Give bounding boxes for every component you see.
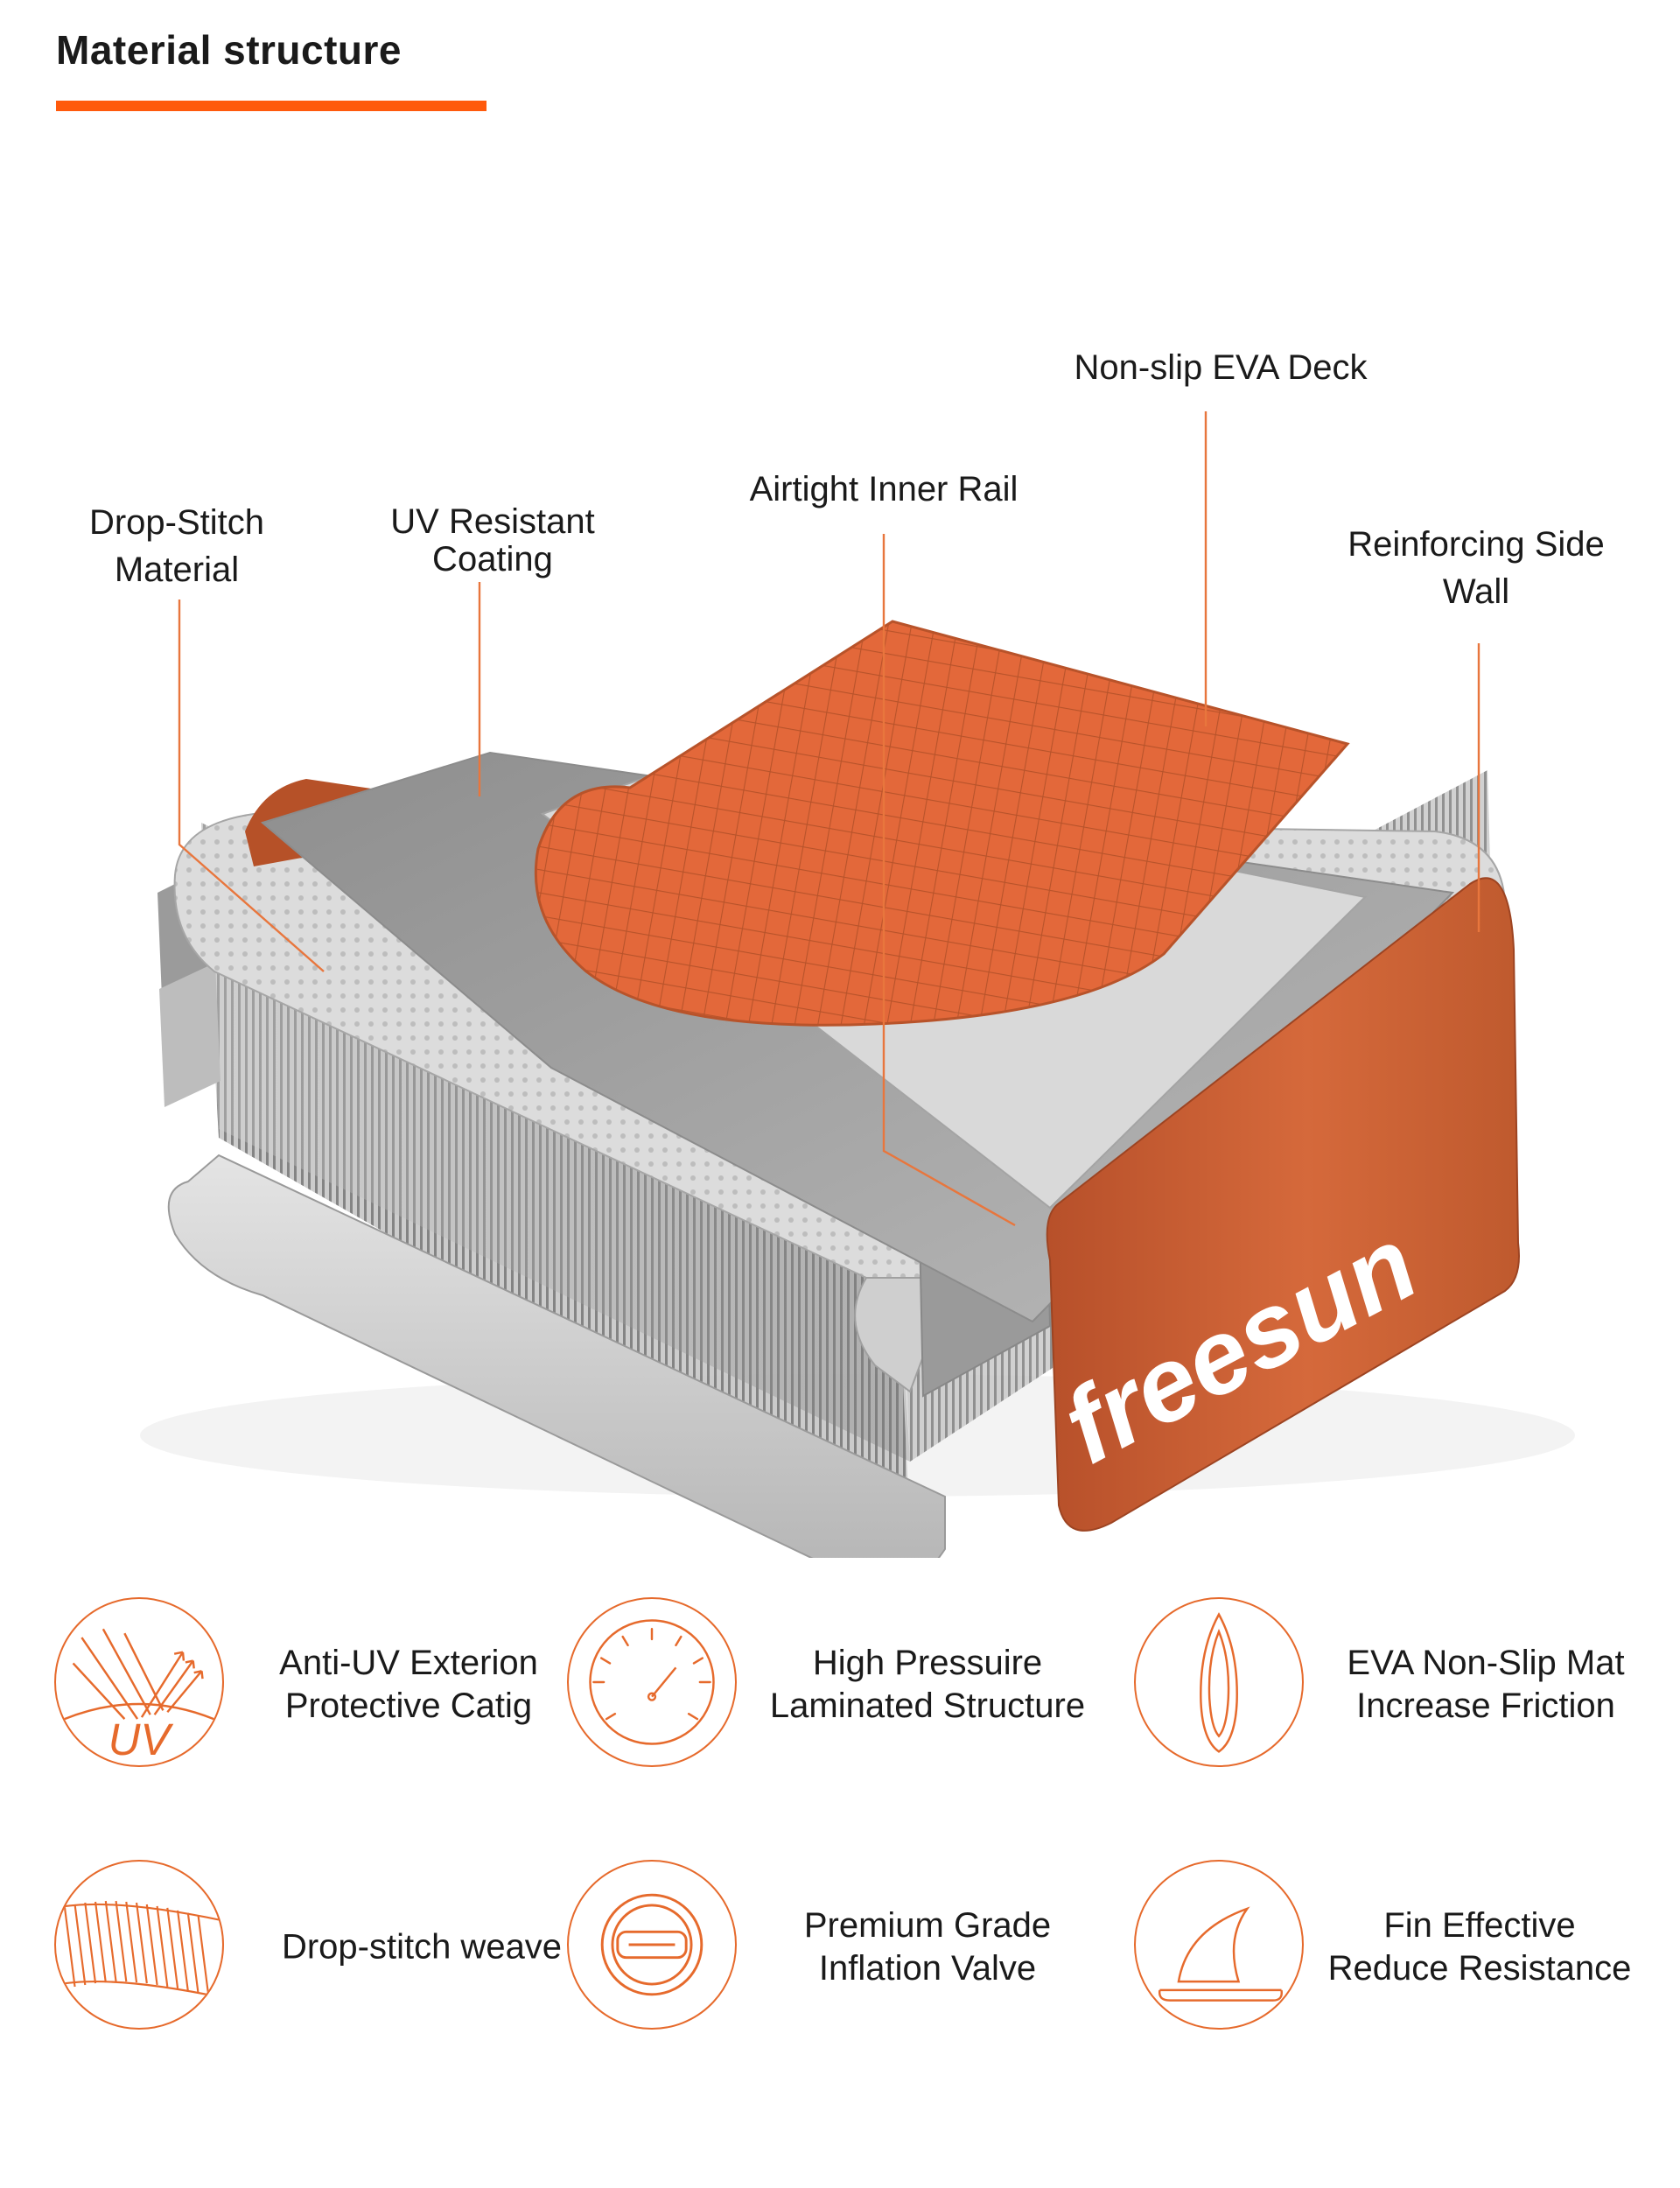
eva-deck (534, 620, 1350, 1027)
svg-text:UV: UV (108, 1715, 174, 1764)
pressure-gauge-icon (567, 1597, 737, 1767)
material-structure-diagram: freesun (140, 411, 1575, 1558)
inflation-valve-icon (567, 1860, 737, 2030)
uv-rays-icon: UV (54, 1597, 224, 1767)
fin-icon (1134, 1860, 1304, 2030)
paddle-board-icon (1134, 1597, 1304, 1767)
leader-lines (178, 411, 1480, 1227)
leader-inner-rail (882, 534, 1016, 1227)
bottom-skin (167, 1154, 946, 1558)
feature-drop-stitch-weave: Drop-stitch weave (54, 1860, 579, 2035)
drop-stitch-weave-icon (54, 1860, 224, 2030)
reinforcing-side-wall (1046, 877, 1520, 1532)
leader-drop-stitch (178, 600, 325, 972)
feature-label: Drop-stitch weave (281, 1927, 563, 1967)
callout-airtight-inner-rail: Airtight Inner Rail (749, 470, 1018, 508)
title-underline (56, 101, 486, 111)
callout-non-slip-eva-deck: Non-slip EVA Deck (1074, 348, 1368, 387)
page-title: Material structure (56, 27, 402, 73)
